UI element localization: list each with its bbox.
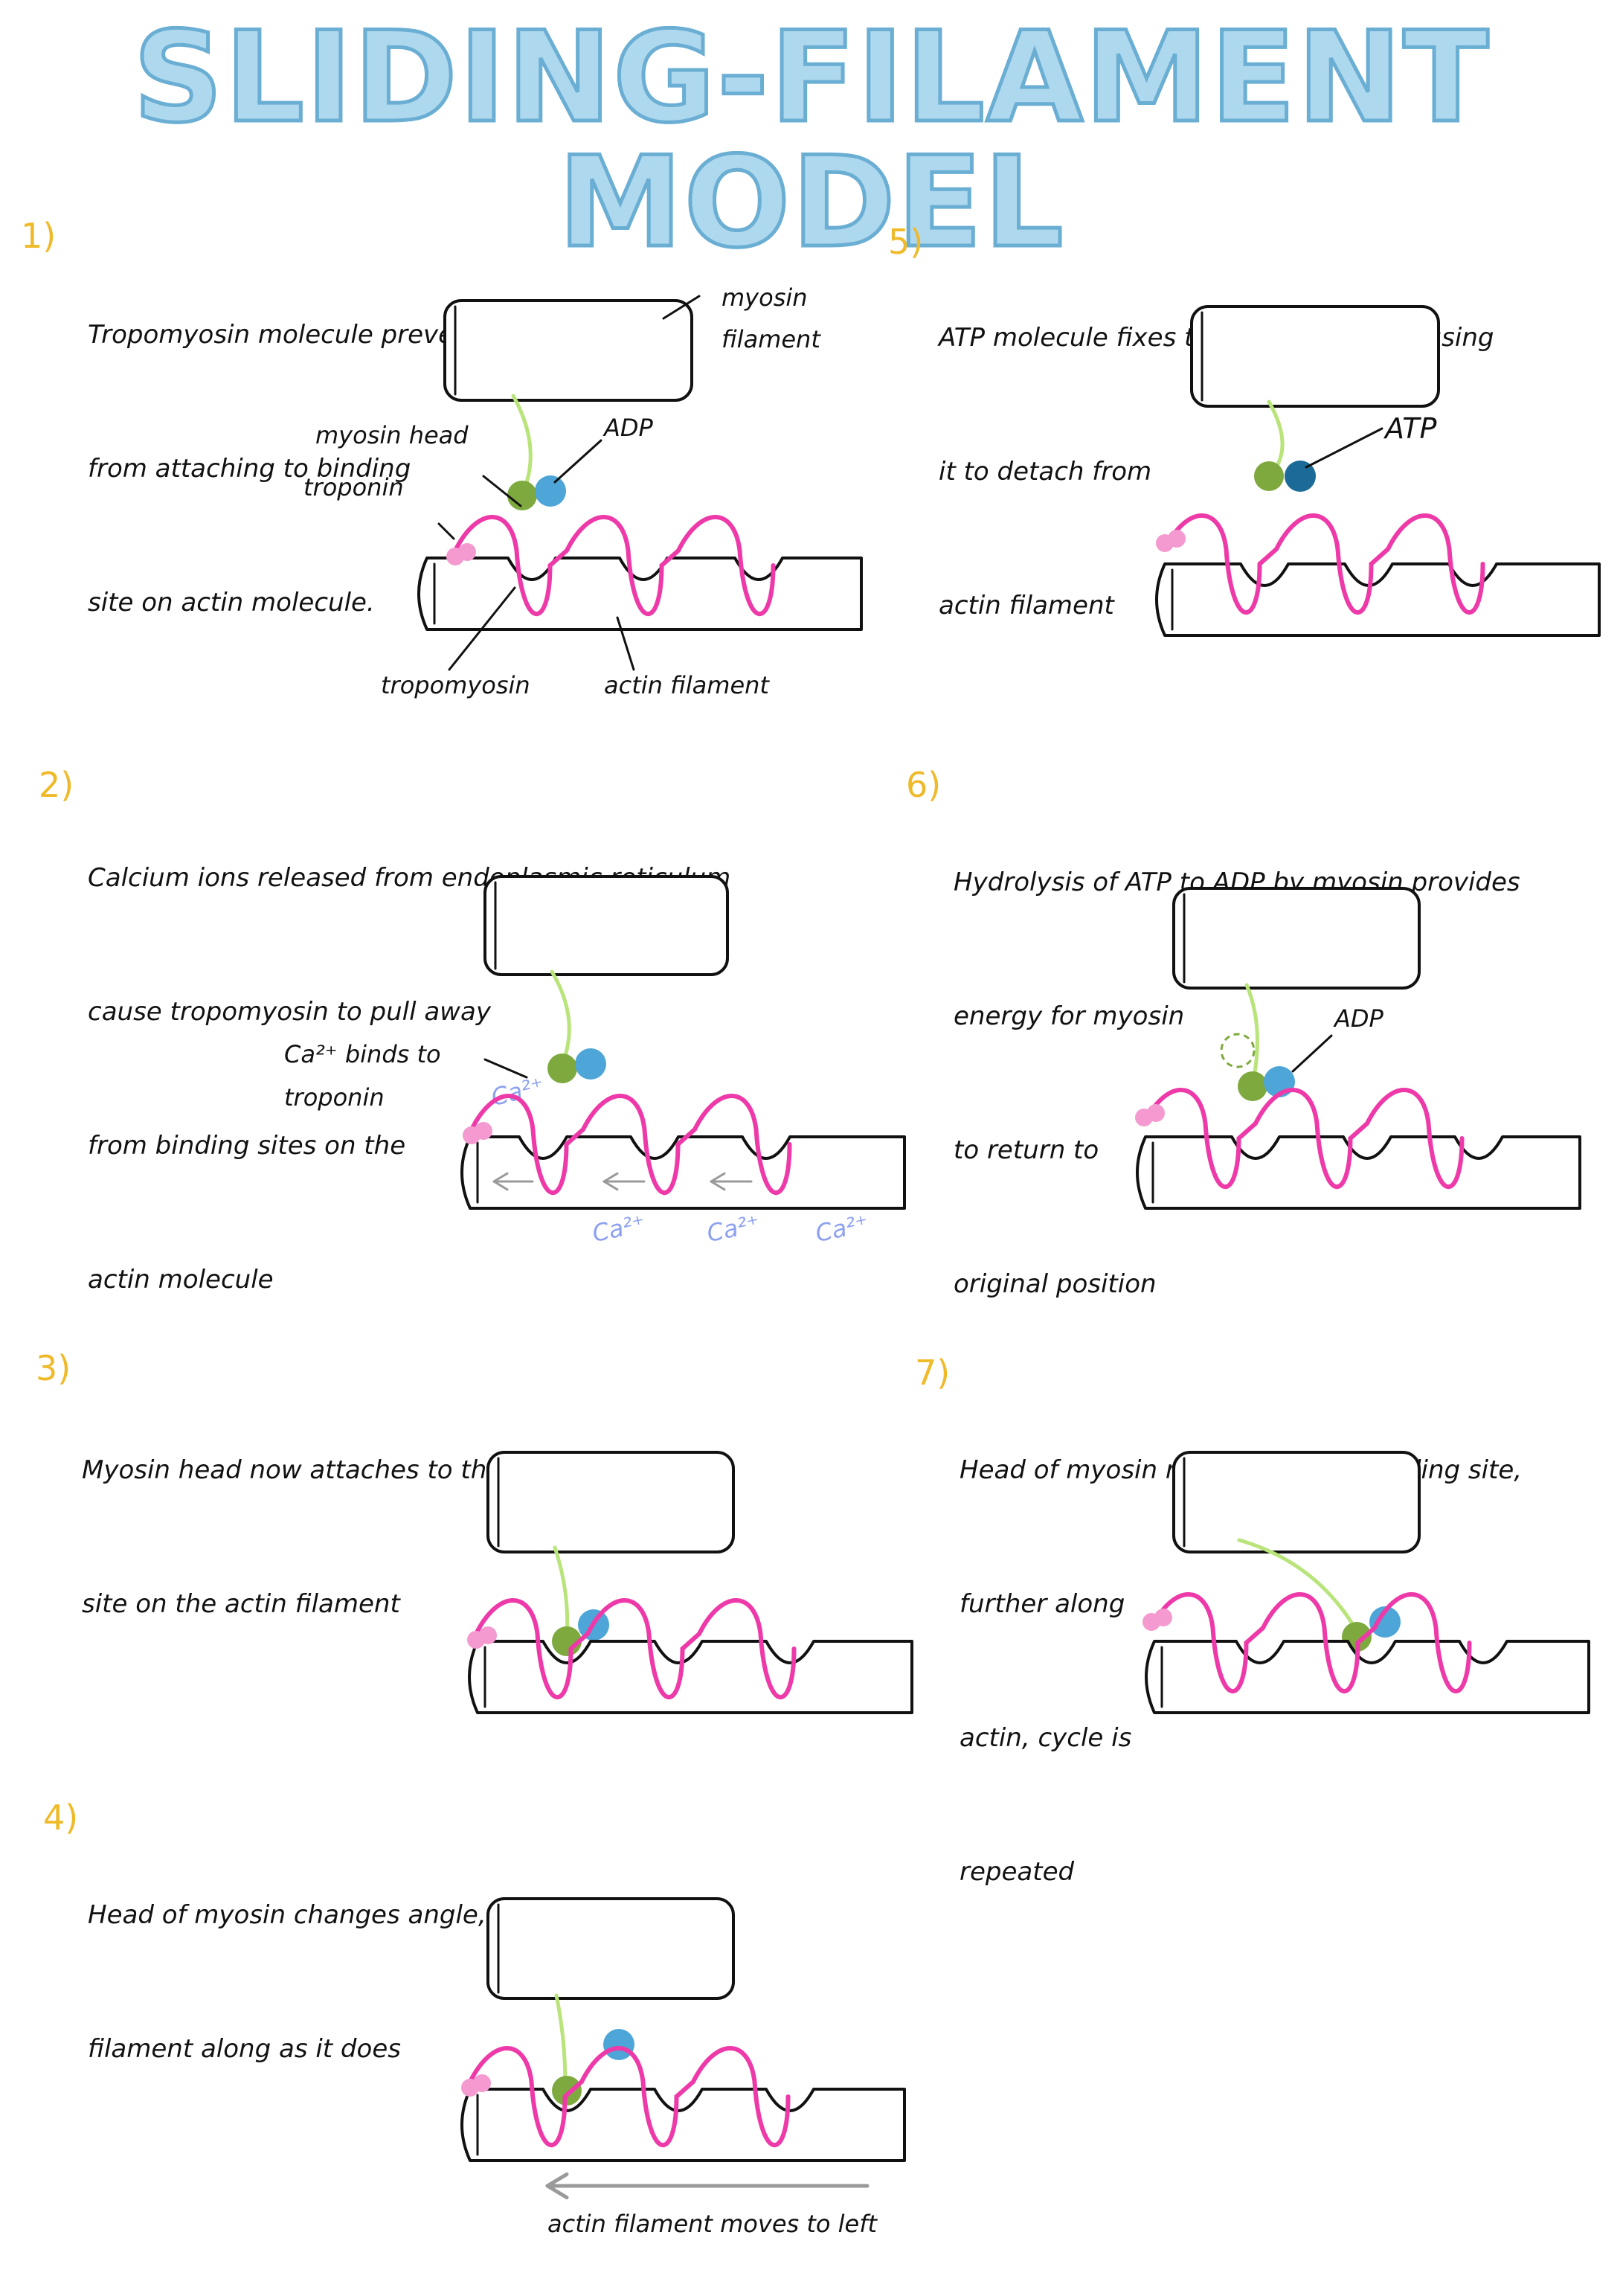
myosin-neck xyxy=(550,969,571,1066)
step-6-line: original position xyxy=(954,1269,1157,1299)
tropomyosin-strand xyxy=(469,1094,792,1195)
pointer-line xyxy=(553,439,602,484)
label-tropomyosin: tropomyosin xyxy=(381,671,530,699)
myosin-filament xyxy=(443,299,693,402)
troponin-blob xyxy=(1154,1609,1172,1626)
pointer-line xyxy=(1305,427,1383,469)
myosin-filament xyxy=(483,875,729,976)
arrow-head xyxy=(492,1172,509,1183)
troponin-blob xyxy=(458,543,476,561)
step-7-line: actin, cycle is xyxy=(960,1723,1132,1753)
pointer-line xyxy=(483,1058,528,1079)
troponin-blob xyxy=(479,1626,497,1644)
troponin-blob xyxy=(473,2074,491,2092)
pointer-line xyxy=(437,522,455,540)
actin-filament xyxy=(468,1640,913,1714)
label-myosin-filament: myosin filament xyxy=(721,283,820,353)
adp-molecule xyxy=(1285,461,1316,492)
myosin-head xyxy=(507,481,537,510)
arrow-head xyxy=(710,1180,726,1191)
adp-molecule xyxy=(603,2029,634,2060)
troponin-blob xyxy=(475,1122,492,1140)
step-2-number: 2) xyxy=(39,765,74,805)
label-myosin-head: myosin head xyxy=(315,421,469,449)
adp-molecule xyxy=(535,475,566,507)
label-actin-filament: actin filament xyxy=(604,671,769,699)
arrow-head xyxy=(710,1172,726,1183)
myosin-head xyxy=(1254,461,1284,491)
myosin-head xyxy=(552,2076,582,2106)
actin-filament xyxy=(417,557,863,631)
actin-filament xyxy=(1145,1640,1590,1714)
arrow-head xyxy=(492,1180,509,1191)
step-1-line: site on actin molecule. xyxy=(88,588,375,618)
step-2-line: cause tropomyosin to pull away xyxy=(88,997,491,1027)
myosin-filament xyxy=(1190,305,1440,408)
step-7-number: 7) xyxy=(915,1353,951,1393)
pointer-line xyxy=(482,475,522,507)
arrow-head xyxy=(602,1172,619,1183)
label-adp: ADP xyxy=(604,414,653,442)
label-adp: ADP xyxy=(1334,1004,1383,1033)
pointer-line xyxy=(616,616,635,671)
myosin-neck xyxy=(554,1993,568,2088)
step-6-text: Hydrolysis of ATP to ADP by myosin provi… xyxy=(954,771,1520,1396)
adp-molecule xyxy=(1369,1606,1401,1638)
tropomyosin-strand xyxy=(1163,513,1485,615)
arrow-head xyxy=(545,2172,569,2188)
pointer-line xyxy=(662,295,701,320)
step-4-number: 4) xyxy=(43,1798,79,1838)
label-ca-binds-troponin: Ca²⁺ binds to troponin xyxy=(284,1040,441,1112)
myosin-head xyxy=(1238,1071,1267,1101)
step-3-number: 3) xyxy=(36,1348,71,1388)
pointer-line xyxy=(448,586,516,671)
step-6-line: energy for myosin xyxy=(954,1001,1185,1031)
step-5-number: 5) xyxy=(888,222,924,262)
step-6-number: 6) xyxy=(906,765,942,805)
myosin-neck xyxy=(511,394,533,493)
step-2-line: from binding sites on the xyxy=(88,1131,406,1161)
actin-filament xyxy=(460,2088,906,2162)
tropomyosin-strand xyxy=(474,1598,797,1699)
arrow-head xyxy=(602,1180,619,1191)
step-5-line: actin filament xyxy=(939,591,1114,621)
step-5-line: it to detach from xyxy=(939,457,1152,487)
myosin-head xyxy=(547,1054,577,1083)
pointer-line xyxy=(1291,1034,1333,1073)
step-1-line: from attaching to binding xyxy=(88,454,411,484)
actin-filament xyxy=(1155,562,1601,637)
myosin-filament xyxy=(486,1451,735,1553)
myosin-filament xyxy=(486,1897,735,2000)
page-title: SLIDING-FILAMENT MODEL xyxy=(131,4,1491,275)
myosin-filament xyxy=(1172,1451,1421,1553)
troponin-blob xyxy=(1168,530,1186,548)
adp-molecule xyxy=(575,1048,606,1080)
tropomyosin-strand xyxy=(1142,1088,1465,1189)
label-atp: ATP xyxy=(1385,412,1437,445)
arrow-head xyxy=(545,2184,569,2200)
troponin-blob xyxy=(1147,1104,1165,1122)
myosin-neck xyxy=(1244,983,1259,1087)
tropomyosin-strand xyxy=(1149,1592,1472,1693)
myosin-neck xyxy=(1237,1538,1359,1633)
label-actin-moves-left: actin filament moves to left xyxy=(547,2210,878,2238)
actin-filament xyxy=(1136,1135,1581,1210)
step-7-line: repeated xyxy=(960,1857,1075,1887)
step-2-line: actin molecule xyxy=(88,1265,274,1295)
step-6-line: to return to xyxy=(954,1135,1099,1165)
tropomyosin-strand xyxy=(468,2046,791,2147)
myosin-filament xyxy=(1172,887,1421,990)
step-4-line: filament along as it does xyxy=(88,2034,401,2064)
myosin-neck xyxy=(553,1545,570,1639)
step-1-number: 1) xyxy=(21,216,57,256)
label-troponin: troponin xyxy=(303,473,404,501)
step-7-line: further along xyxy=(960,1589,1125,1619)
actin-filament xyxy=(460,1135,906,1210)
previous-head-position xyxy=(1220,1033,1256,1068)
tropomyosin-strand xyxy=(453,515,776,616)
step-3-line: site on the actin filament xyxy=(82,1589,400,1619)
